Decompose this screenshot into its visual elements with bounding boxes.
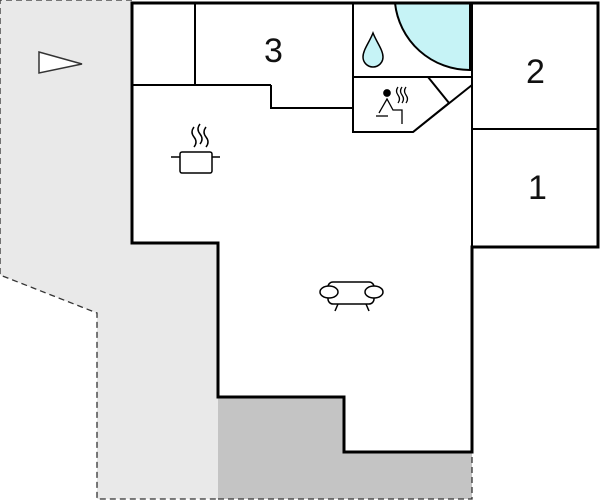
room-3-label: 3 bbox=[264, 32, 283, 70]
sofa-icon bbox=[319, 281, 384, 312]
water-drop-icon bbox=[362, 30, 384, 68]
pool-area bbox=[393, 2, 471, 72]
room-2-label: 2 bbox=[526, 53, 545, 91]
cooking-pot-icon bbox=[171, 123, 220, 174]
building-outline bbox=[130, 1, 600, 454]
patio-outline bbox=[218, 452, 473, 500]
compass-arrow-icon bbox=[38, 51, 83, 74]
room-1-label: 1 bbox=[528, 169, 547, 207]
terrace-area bbox=[0, 0, 218, 499]
sauna-room bbox=[352, 76, 451, 133]
patio-area bbox=[218, 397, 472, 499]
sauna-icon bbox=[376, 86, 409, 124]
